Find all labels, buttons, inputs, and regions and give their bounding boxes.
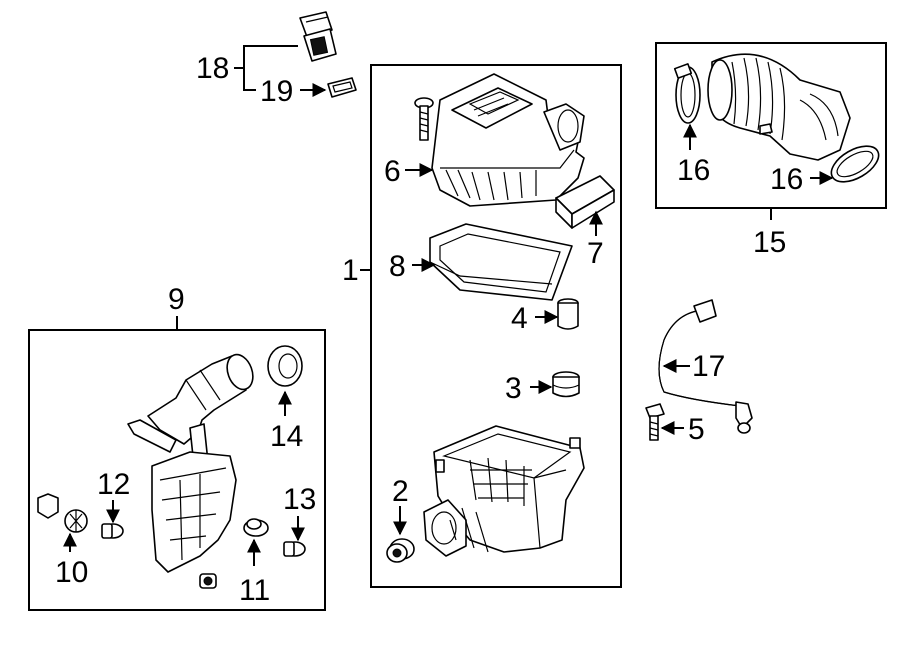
mass-airflow-sensor bbox=[299, 11, 337, 62]
callout-13: 13 bbox=[283, 483, 316, 516]
resonator bbox=[555, 175, 615, 229]
sensor-seal bbox=[327, 77, 357, 98]
leader-18 bbox=[243, 45, 298, 68]
callout-6: 6 bbox=[384, 155, 401, 188]
callout-17: 17 bbox=[692, 350, 725, 383]
bolt-13 bbox=[283, 541, 306, 557]
bolt-12 bbox=[101, 523, 124, 539]
bolt-5 bbox=[645, 403, 665, 441]
callout-9: 9 bbox=[168, 283, 185, 316]
callout-19: 19 bbox=[260, 75, 293, 108]
hose-clamp-left bbox=[673, 63, 701, 124]
housing-bolt bbox=[414, 97, 434, 141]
grommet-11 bbox=[243, 518, 269, 537]
callout-3: 3 bbox=[505, 372, 522, 405]
callout-1: 1 bbox=[342, 254, 359, 287]
callout-4: 4 bbox=[511, 302, 528, 335]
inlet-duct bbox=[127, 353, 254, 467]
outlet-duct bbox=[707, 53, 851, 161]
air-cleaner-assembly-box bbox=[370, 64, 622, 588]
callout-14: 14 bbox=[270, 420, 303, 453]
callout-11: 11 bbox=[239, 574, 270, 607]
callout-16-right: 16 bbox=[770, 163, 803, 196]
callout-7: 7 bbox=[587, 237, 604, 270]
lower-housing bbox=[423, 425, 585, 557]
callout-16-left: 16 bbox=[677, 154, 710, 187]
callout-15: 15 bbox=[753, 226, 786, 259]
callout-5: 5 bbox=[688, 413, 705, 446]
grommet-4 bbox=[557, 298, 579, 330]
air-filter bbox=[429, 223, 573, 301]
grommet-2 bbox=[386, 538, 415, 563]
callout-18: 18 bbox=[196, 52, 229, 85]
retainer-10 bbox=[37, 493, 88, 533]
upper-housing bbox=[431, 73, 585, 207]
grommet-3 bbox=[552, 371, 580, 398]
callout-2: 2 bbox=[392, 475, 409, 508]
leader-18-19 bbox=[234, 67, 256, 91]
callout-12: 12 bbox=[97, 468, 130, 501]
callout-10: 10 bbox=[55, 556, 88, 589]
vent-hose bbox=[658, 299, 753, 434]
callout-8: 8 bbox=[389, 250, 406, 283]
resonator-box bbox=[151, 451, 237, 589]
seal-14 bbox=[267, 345, 303, 387]
